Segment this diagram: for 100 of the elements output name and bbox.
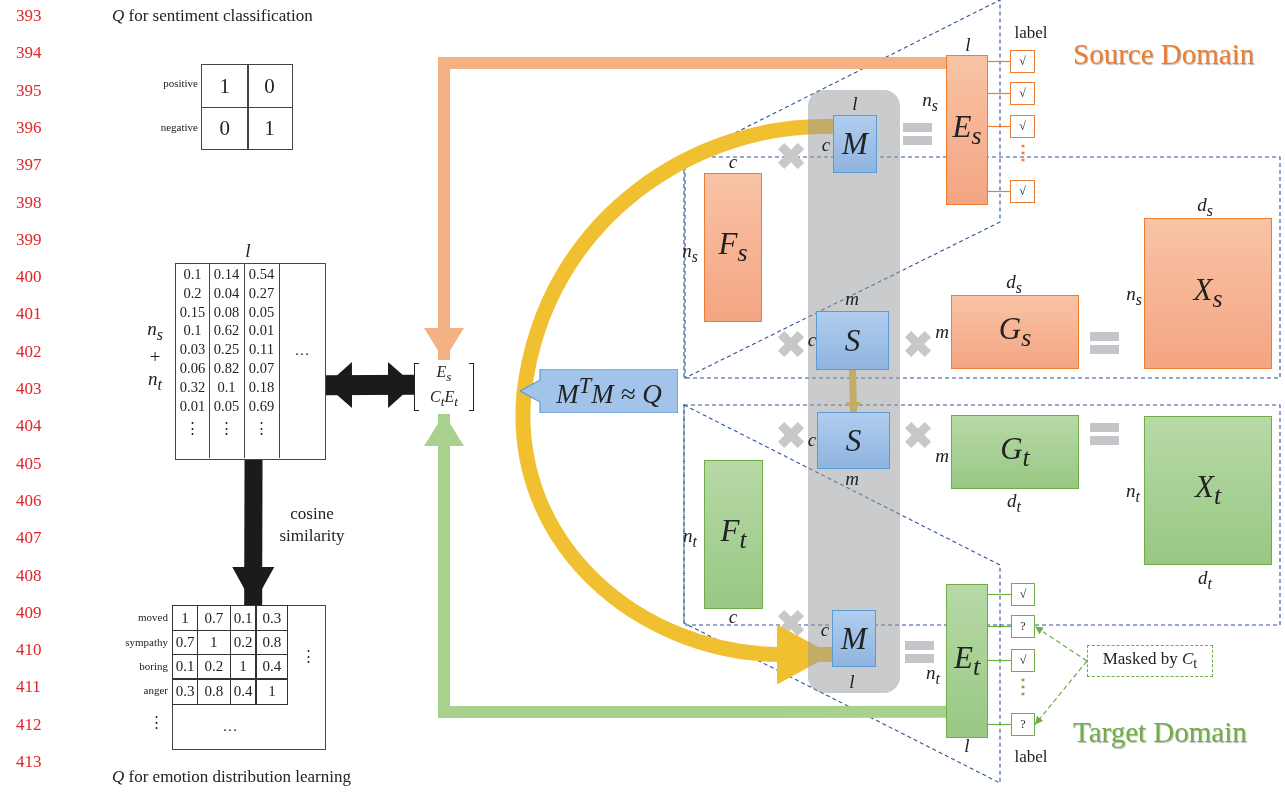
dashed-arrow: [1034, 660, 1088, 726]
dimension-label: m: [935, 321, 949, 343]
label-mark: ?: [1020, 619, 1026, 634]
equation-callout: [520, 369, 678, 413]
dimension-label: c: [728, 151, 738, 173]
matrix-value: 0.32: [178, 377, 207, 397]
line-number: 395: [16, 79, 43, 102]
matrix-cell: 1: [172, 605, 198, 631]
dimension-label: c: [728, 606, 738, 628]
matrix-cell: 0.1: [172, 653, 198, 680]
ellipsis: ⋮: [147, 713, 165, 732]
matrix-block: [951, 295, 1079, 369]
dimension-label: c: [820, 619, 830, 641]
label-mark: √: [1019, 184, 1026, 199]
arrow: [325, 361, 415, 409]
line-number: 406: [16, 489, 43, 512]
connector-line: [987, 60, 1011, 63]
matrix-cell: 0.7: [172, 629, 198, 655]
dimension-label: n$_{s}$: [922, 89, 938, 115]
dimension-label: l: [964, 735, 970, 757]
line-number: 405: [16, 452, 43, 475]
dimension-label: n$_{s}$: [1126, 283, 1142, 309]
line-number: 398: [16, 191, 43, 214]
label-box: [1011, 615, 1035, 638]
arrow: [845, 369, 862, 413]
equation-text: M$^{T}$M ≈ Q: [556, 372, 662, 410]
connector-line: [987, 723, 1012, 726]
matrix-block: [1144, 218, 1272, 369]
shared-band: [808, 90, 900, 693]
line-number: 394: [16, 42, 43, 65]
label-box: [1010, 180, 1035, 203]
matrix-block: [946, 584, 988, 738]
dashed-arrow: [1034, 625, 1088, 662]
dimension-label: c: [821, 134, 831, 156]
row-label: positive: [162, 76, 198, 91]
matrix-value: 0.62: [212, 321, 241, 341]
matrix-symbol: S: [844, 322, 861, 359]
matrix-symbol: E$_{s}$: [952, 108, 982, 152]
matrix-block: [1144, 416, 1272, 565]
matrix-symbol: G$_{t}$: [1000, 430, 1030, 474]
connector-line: [987, 625, 1012, 628]
ellipsis: ⋮: [1013, 676, 1033, 699]
matrix-block: [946, 55, 988, 205]
caption-text: Q for emotion distribution learning: [112, 766, 352, 788]
label-mark: √: [1019, 86, 1026, 101]
arrow: [516, 119, 834, 685]
dimension-label: n$_{t}$: [683, 525, 697, 551]
label-box: [1011, 649, 1035, 672]
line-number: 404: [16, 415, 43, 438]
ellipsis: …: [221, 717, 239, 736]
matrix-cell: 0: [246, 64, 293, 108]
matrix-cell: 0.4: [229, 678, 257, 706]
matrix-symbol: M: [841, 620, 867, 657]
matrix-value: 0.11: [248, 340, 275, 360]
line-number: 396: [16, 116, 43, 139]
line-number: 407: [16, 527, 43, 550]
dimension-label: d$_{t}$: [1198, 567, 1212, 593]
arrow: [424, 56, 946, 360]
matrix-symbol: C$_{t}$E$_{t}$: [430, 387, 458, 412]
arrow: [232, 459, 275, 606]
matrix-value: 0.1: [182, 265, 203, 284]
matrix-symbol: S: [845, 422, 862, 459]
matrix-value: 0.03: [178, 340, 207, 360]
mask-note-box: [1087, 645, 1213, 677]
arrow: [424, 414, 946, 718]
dimension-label: n$_{t}$: [1126, 480, 1140, 506]
embedding-matrix: [175, 263, 326, 460]
label-box: [1010, 82, 1035, 105]
dimension-label: n$_{s}$: [682, 240, 698, 266]
matrix-value: 0.01: [178, 396, 207, 416]
column-label: label: [1013, 22, 1049, 44]
matrix-symbol: X$_{s}$: [1193, 272, 1223, 315]
line-number: 409: [16, 601, 43, 624]
line-number: 403: [16, 378, 43, 400]
line-number: 408: [16, 564, 43, 587]
caption-text: Q for sentiment classification: [112, 5, 314, 27]
matrix-value: 0.05: [247, 302, 276, 322]
label-mark: √: [1019, 119, 1026, 134]
matrix-cell: 0.4: [255, 653, 289, 680]
dimension-label: l: [849, 671, 855, 693]
matrix-value: 0.54: [247, 265, 276, 284]
connector-line: [987, 125, 1011, 128]
matrix-value: 0.06: [178, 359, 207, 378]
matrix-expression: [414, 360, 474, 414]
matrix-cell: 0.3: [255, 605, 289, 631]
dimension-label: m: [845, 288, 859, 310]
row-label: boring: [138, 658, 168, 674]
matrix-value: 0.08: [212, 302, 241, 322]
matrix-value: 0.1: [182, 321, 203, 341]
line-number: 401: [16, 303, 43, 326]
line-number: 397: [16, 154, 43, 177]
dimension-label: m: [845, 468, 859, 490]
label-mark: √: [1019, 653, 1027, 668]
matrix-cell: 0: [201, 106, 249, 150]
matrix-symbol: F$_{s}$: [718, 226, 748, 269]
dimension-label: l: [965, 34, 971, 56]
matrix-block: [704, 173, 762, 322]
matrix-value: 0.82: [212, 359, 241, 378]
matrix-cell: 1: [255, 678, 289, 706]
matrix-cell: 0.1: [229, 605, 257, 631]
